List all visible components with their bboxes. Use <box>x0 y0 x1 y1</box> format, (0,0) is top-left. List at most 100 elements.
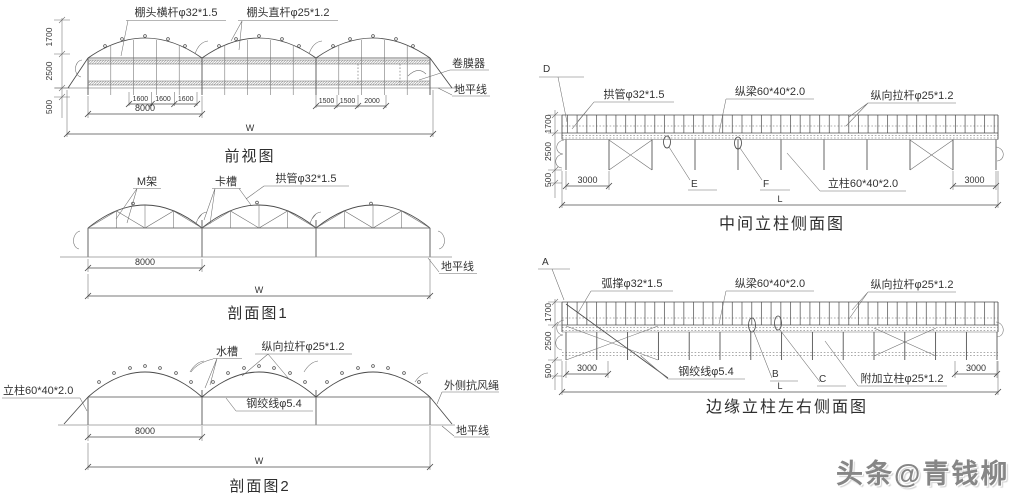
edge-dims-left: 1700 2500 500 <box>543 298 562 390</box>
edge-dim-3000-left: 3000 <box>562 361 612 378</box>
section1-title: 剖面图1 <box>227 305 288 322</box>
svg-text:2500: 2500 <box>543 331 553 350</box>
front-dim-chain-1600: 1600 1600 1600 <box>125 92 201 108</box>
middle-dim-3000-right: 3000 <box>949 171 1000 190</box>
svg-text:500: 500 <box>543 364 553 378</box>
front-dim-500: 500 <box>44 100 54 114</box>
svg-text:纵梁60*40*2.0: 纵梁60*40*2.0 <box>735 84 805 98</box>
section1-label-clip: 卡槽 <box>203 175 252 225</box>
section1-dim-8000: 8000 <box>84 257 206 272</box>
svg-text:8000: 8000 <box>135 426 155 436</box>
front-dim-8000-text: 8000 <box>135 103 155 113</box>
front-label-top-bar: 棚头横杆φ32*1.5 <box>120 5 226 57</box>
section2-dim-8000: 8000 <box>84 426 206 441</box>
svg-text:A: A <box>542 257 549 268</box>
section2-label-ground: 地平线 <box>441 423 490 438</box>
front-dim-chain-1500: 1500 1500 2000 <box>312 95 390 110</box>
edge-letter-a: A <box>538 257 570 301</box>
edge-letter-c: C <box>779 329 846 387</box>
seg-1500-1: 1500 <box>319 98 335 105</box>
svg-text:外侧抗风绳: 外侧抗风绳 <box>444 378 499 392</box>
middle-label-beam: 纵梁60*40*2.0 <box>718 84 814 134</box>
section2-label-steel-strand: 钢绞线φ5.4 <box>225 396 313 412</box>
middle-geometry <box>555 114 1004 171</box>
svg-text:纵向拉杆φ25*1.2: 纵向拉杆φ25*1.2 <box>871 277 954 291</box>
section1-dim-w: W <box>84 259 434 300</box>
svg-text:卷膜器: 卷膜器 <box>452 56 485 70</box>
section2-dim-w: W <box>84 426 434 471</box>
front-label-top-rod: 棚头直杆φ25*1.2 <box>230 5 338 51</box>
svg-text:L: L <box>777 194 782 204</box>
svg-text:棚头横杆φ32*1.5: 棚头横杆φ32*1.5 <box>135 5 218 19</box>
front-dim-2500: 2500 <box>44 61 54 80</box>
svg-text:F: F <box>763 179 769 190</box>
watermark: 头条@青钱柳 <box>836 459 1010 489</box>
svg-text:C: C <box>819 374 826 385</box>
section2-view: 8000 W 立柱60*40*2.0 水槽 纵向拉杆φ25*1.2 钢绞线φ5.… <box>2 339 499 495</box>
svg-text:1700: 1700 <box>543 114 553 133</box>
svg-text:2500: 2500 <box>543 142 553 161</box>
seg-1500-2: 1500 <box>340 98 356 105</box>
svg-text:3000: 3000 <box>577 175 597 185</box>
edge-label-beam: 纵梁60*40*2.0 <box>718 276 814 325</box>
svg-text:卡槽: 卡槽 <box>215 175 237 188</box>
middle-letter-e: E <box>668 146 717 191</box>
seg-1600-1: 1600 <box>133 96 149 103</box>
edge-title: 边缘立柱左右侧面图 <box>706 398 868 416</box>
edge-letter-b: B <box>753 331 798 382</box>
front-dims-left: 1700 2500 500 <box>44 16 70 118</box>
section2-label-column: 立柱60*40*2.0 <box>2 383 88 412</box>
middle-title: 中间立柱侧面图 <box>719 215 845 233</box>
front-dim-8000: 8000 <box>84 96 206 118</box>
svg-text:3000: 3000 <box>577 363 597 373</box>
svg-text:纵向拉杆φ25*1.2: 纵向拉杆φ25*1.2 <box>262 339 345 353</box>
svg-text:立柱60*40*2.0: 立柱60*40*2.0 <box>3 383 73 397</box>
svg-text:立柱60*40*2.0: 立柱60*40*2.0 <box>828 176 898 190</box>
middle-dim-l: L <box>558 171 1002 209</box>
section1-label-m-frame: M架 <box>115 175 161 224</box>
svg-text:8000: 8000 <box>135 257 155 267</box>
middle-dim-3000-left: 3000 <box>562 171 613 190</box>
front-dim-w-text: W <box>246 123 255 133</box>
edge-label-steel-strand: 钢绞线φ5.4 <box>640 355 745 380</box>
front-dim-w: W <box>63 90 437 138</box>
front-label-ground: 地平线 <box>437 82 490 97</box>
front-dim-1700: 1700 <box>44 27 54 46</box>
middle-label-arch-pipe: 拱管φ32*1.5 <box>571 87 674 130</box>
edge-label-arc-support: 弧撑φ32*1.5 <box>577 276 673 314</box>
middle-dims-left: 1700 2500 500 <box>543 110 562 198</box>
middle-side-view: 1700 2500 500 3000 3000 L D E F 拱管φ32*1.… <box>539 64 1004 233</box>
section2-geometry <box>58 360 455 426</box>
svg-text:水槽: 水槽 <box>216 345 238 358</box>
svg-text:E: E <box>691 179 698 190</box>
front-geometry <box>55 34 458 95</box>
svg-text:拱管φ32*1.5: 拱管φ32*1.5 <box>604 87 665 101</box>
edge-side-view: 1700 2500 500 3000 3000 L A B C 弧撑φ32*1.… <box>538 257 1004 416</box>
edge-label-extra-column: 附加立柱φ25*1.2 <box>824 340 947 387</box>
seg-1600-2: 1600 <box>155 96 171 103</box>
svg-text:M架: M架 <box>137 175 157 188</box>
svg-text:纵梁60*40*2.0: 纵梁60*40*2.0 <box>735 276 805 290</box>
svg-text:L: L <box>777 381 782 391</box>
svg-text:地平线: 地平线 <box>456 423 489 437</box>
svg-text:拱管φ32*1.5: 拱管φ32*1.5 <box>276 171 337 185</box>
section2-label-tie-rod: 纵向拉杆φ25*1.2 <box>241 339 352 380</box>
wind-rope-lines <box>63 396 453 425</box>
section2-label-gutter: 水槽 <box>190 345 242 389</box>
edge-label-tie-rod: 纵向拉杆φ25*1.2 <box>848 277 956 320</box>
section2-title: 剖面图2 <box>229 478 290 495</box>
svg-text:1700: 1700 <box>543 303 553 322</box>
middle-label-column: 立柱60*40*2.0 <box>786 152 906 192</box>
svg-text:钢绞线φ5.4: 钢绞线φ5.4 <box>678 364 733 378</box>
svg-text:地平线: 地平线 <box>454 82 487 96</box>
svg-text:弧撑φ32*1.5: 弧撑φ32*1.5 <box>602 276 663 290</box>
section1-label-arch-pipe: 拱管φ32*1.5 <box>245 171 349 200</box>
section1-geometry <box>60 200 452 258</box>
svg-text:3000: 3000 <box>964 175 984 185</box>
edge-dim-l: L <box>558 361 1002 396</box>
clip-circles <box>103 34 415 48</box>
middle-label-tie-rod: 纵向拉杆φ25*1.2 <box>845 88 956 127</box>
svg-text:W: W <box>255 285 264 295</box>
